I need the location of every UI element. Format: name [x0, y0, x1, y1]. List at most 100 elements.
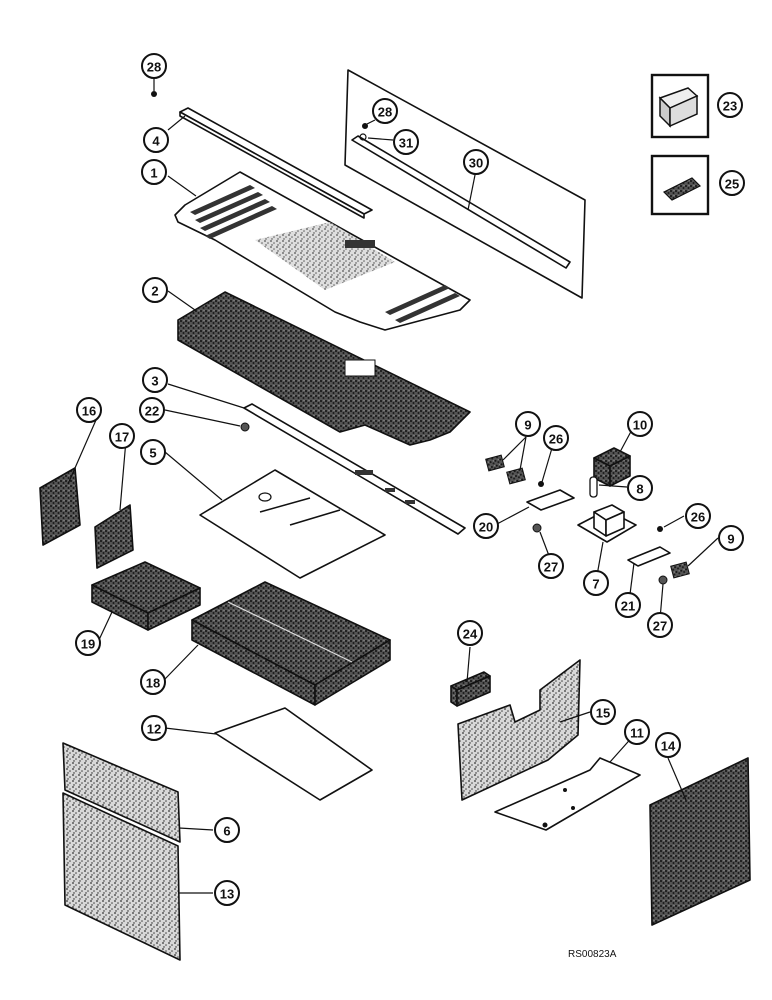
callout-20: 20: [473, 513, 499, 539]
svg-text:17: 17: [115, 430, 129, 445]
part-22-nut: [240, 422, 250, 432]
svg-text:7: 7: [592, 577, 599, 592]
svg-text:5: 5: [149, 446, 156, 461]
callout-22: 22: [139, 397, 165, 423]
callout-31: 31: [393, 129, 419, 155]
svg-text:31: 31: [399, 136, 413, 151]
svg-text:8: 8: [636, 482, 643, 497]
callout-7: 7: [583, 570, 609, 596]
callout-4: 4: [143, 127, 169, 153]
part-9-clip-single: [670, 561, 690, 579]
part-28-screw-upper: [362, 123, 368, 129]
callout-28-upper: 28: [372, 98, 398, 124]
callout-30: 30: [463, 149, 489, 175]
callout-11: 11: [624, 719, 650, 745]
callout-1: 1: [141, 159, 167, 185]
callout-23: 23: [717, 92, 743, 118]
callout-24: 24: [457, 620, 483, 646]
svg-text:30: 30: [469, 156, 483, 171]
svg-text:6: 6: [223, 824, 230, 839]
svg-text:2: 2: [151, 284, 158, 299]
part-2-cutout: [344, 359, 376, 377]
part-9-clips-pair: [485, 454, 526, 485]
svg-text:27: 27: [653, 619, 667, 634]
part-15-panel: [457, 659, 581, 801]
svg-text:9: 9: [727, 532, 734, 547]
part-28-screw-top: [151, 91, 157, 97]
callout-3: 3: [142, 367, 168, 393]
svg-text:28: 28: [378, 105, 392, 120]
part-25-icon: [662, 177, 702, 201]
part-10-cube: [593, 447, 631, 487]
svg-text:16: 16: [82, 404, 96, 419]
callout-5: 5: [140, 439, 166, 465]
part-6-panel: [62, 742, 181, 843]
svg-text:26: 26: [549, 432, 563, 447]
part-26-screw-a: [538, 481, 544, 487]
svg-text:19: 19: [81, 637, 95, 652]
callout-19: 19: [75, 630, 101, 656]
callout-14: 14: [655, 732, 681, 758]
callout-9-pair: 9: [515, 411, 541, 437]
svg-text:21: 21: [621, 599, 635, 614]
callout-9-single: 9: [718, 525, 744, 551]
svg-text:10: 10: [633, 418, 647, 433]
part-7-housing: [577, 504, 637, 543]
part-21-bracket: [627, 546, 671, 567]
svg-text:20: 20: [479, 520, 493, 535]
part-23-icon: [658, 87, 699, 128]
part-27-nut-a: [532, 523, 542, 533]
callout-15: 15: [590, 699, 616, 725]
part-17-foam: [94, 504, 134, 569]
svg-text:18: 18: [146, 676, 160, 691]
svg-text:9: 9: [524, 418, 531, 433]
svg-text:3: 3: [151, 374, 158, 389]
svg-text:25: 25: [725, 177, 739, 192]
callout-26-b: 26: [685, 503, 711, 529]
part-3-holes: [355, 470, 415, 504]
callout-10: 10: [627, 411, 653, 437]
callout-26-a: 26: [543, 425, 569, 451]
part-26-screw-b: [657, 526, 663, 532]
svg-text:13: 13: [220, 887, 234, 902]
svg-text:4: 4: [152, 134, 160, 149]
part-5-hole: [258, 492, 272, 502]
svg-text:11: 11: [630, 726, 644, 741]
reference-code: RS00823A: [568, 949, 617, 960]
callout-18: 18: [140, 669, 166, 695]
callout-12: 12: [141, 715, 167, 741]
callout-17: 17: [109, 423, 135, 449]
callout-27-a: 27: [538, 553, 564, 579]
part-18-foam-block: [191, 581, 391, 706]
part-1-slots: [190, 185, 460, 323]
svg-text:14: 14: [661, 739, 676, 754]
part-4-strip-edge: [179, 111, 365, 219]
part-5-slot-b: [289, 509, 341, 526]
part-11-holes: [542, 788, 575, 828]
part-1-panel-texture: [255, 222, 395, 290]
callout-27-b: 27: [647, 612, 673, 638]
callout-16: 16: [76, 397, 102, 423]
part-11-plate: [494, 757, 641, 831]
svg-text:22: 22: [145, 404, 159, 419]
part-13-panel: [62, 792, 181, 961]
callout-8: 8: [627, 475, 653, 501]
callout-28-top: 28: [141, 53, 167, 79]
svg-text:1: 1: [150, 166, 157, 181]
svg-text:27: 27: [544, 560, 558, 575]
svg-text:15: 15: [596, 706, 610, 721]
part-19-foam-block: [91, 561, 201, 631]
part-8-pin: [589, 476, 598, 498]
svg-text:12: 12: [147, 722, 161, 737]
part-30-rail: [351, 135, 571, 269]
callout-2: 2: [142, 277, 168, 303]
part-5-slot-a: [259, 497, 311, 513]
callout-13: 13: [214, 880, 240, 906]
svg-text:24: 24: [463, 627, 478, 642]
part-27-nut-b: [658, 575, 668, 585]
part-14-foam-panel: [649, 757, 751, 926]
svg-text:26: 26: [691, 510, 705, 525]
part-12-plate: [214, 707, 373, 801]
part-31-washer: [359, 133, 367, 141]
callout-6: 6: [214, 817, 240, 843]
